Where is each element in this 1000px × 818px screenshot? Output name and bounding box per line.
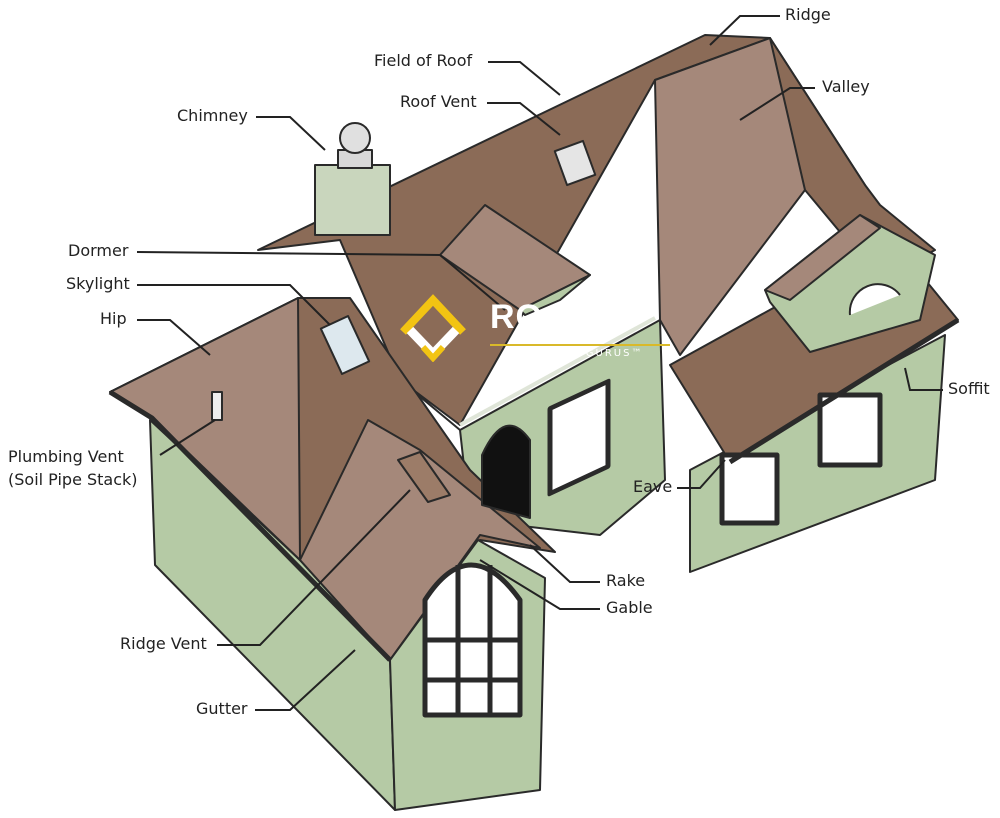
plumbing-vent bbox=[211, 391, 223, 421]
label-ridge-vent: Ridge Vent bbox=[120, 634, 207, 653]
logo-divider bbox=[490, 344, 670, 346]
roof-x-logo: ROOF X THE ROOF GURUS™ bbox=[398, 292, 678, 362]
logo-mark-icon bbox=[400, 294, 466, 362]
skylight bbox=[319, 315, 371, 375]
label-skylight: Skylight bbox=[66, 274, 130, 293]
label-eave: Eave bbox=[633, 477, 673, 496]
label-field-of-roof: Field of Roof bbox=[374, 51, 473, 70]
arched-door bbox=[481, 424, 531, 519]
window bbox=[719, 452, 780, 526]
window bbox=[547, 378, 611, 497]
label-hip: Hip bbox=[100, 309, 127, 328]
main-roof-right bbox=[769, 37, 936, 281]
leader-lines bbox=[136, 15, 943, 711]
logo-tagline: THE ROOF GURUS™ bbox=[513, 348, 644, 359]
label-rake: Rake bbox=[606, 571, 646, 590]
label-chimney: Chimney bbox=[177, 106, 248, 125]
label-valley: Valley bbox=[822, 77, 870, 96]
label-soffit: Soffit bbox=[948, 379, 990, 398]
label-roof-vent: Roof Vent bbox=[400, 92, 477, 111]
roof-vent bbox=[553, 139, 597, 187]
label-plumbing-vent: Plumbing Vent bbox=[8, 447, 124, 466]
label-gable: Gable bbox=[606, 598, 653, 617]
label-ridge: Ridge bbox=[785, 5, 831, 24]
label-plumbing-vent-sub: (Soil Pipe Stack) bbox=[8, 470, 138, 489]
label-dormer: Dormer bbox=[68, 241, 129, 260]
window bbox=[817, 392, 883, 468]
ridge-vent bbox=[397, 451, 451, 503]
label-gutter: Gutter bbox=[196, 699, 248, 718]
logo-name: ROOF X bbox=[490, 298, 627, 336]
chimney bbox=[314, 164, 391, 236]
